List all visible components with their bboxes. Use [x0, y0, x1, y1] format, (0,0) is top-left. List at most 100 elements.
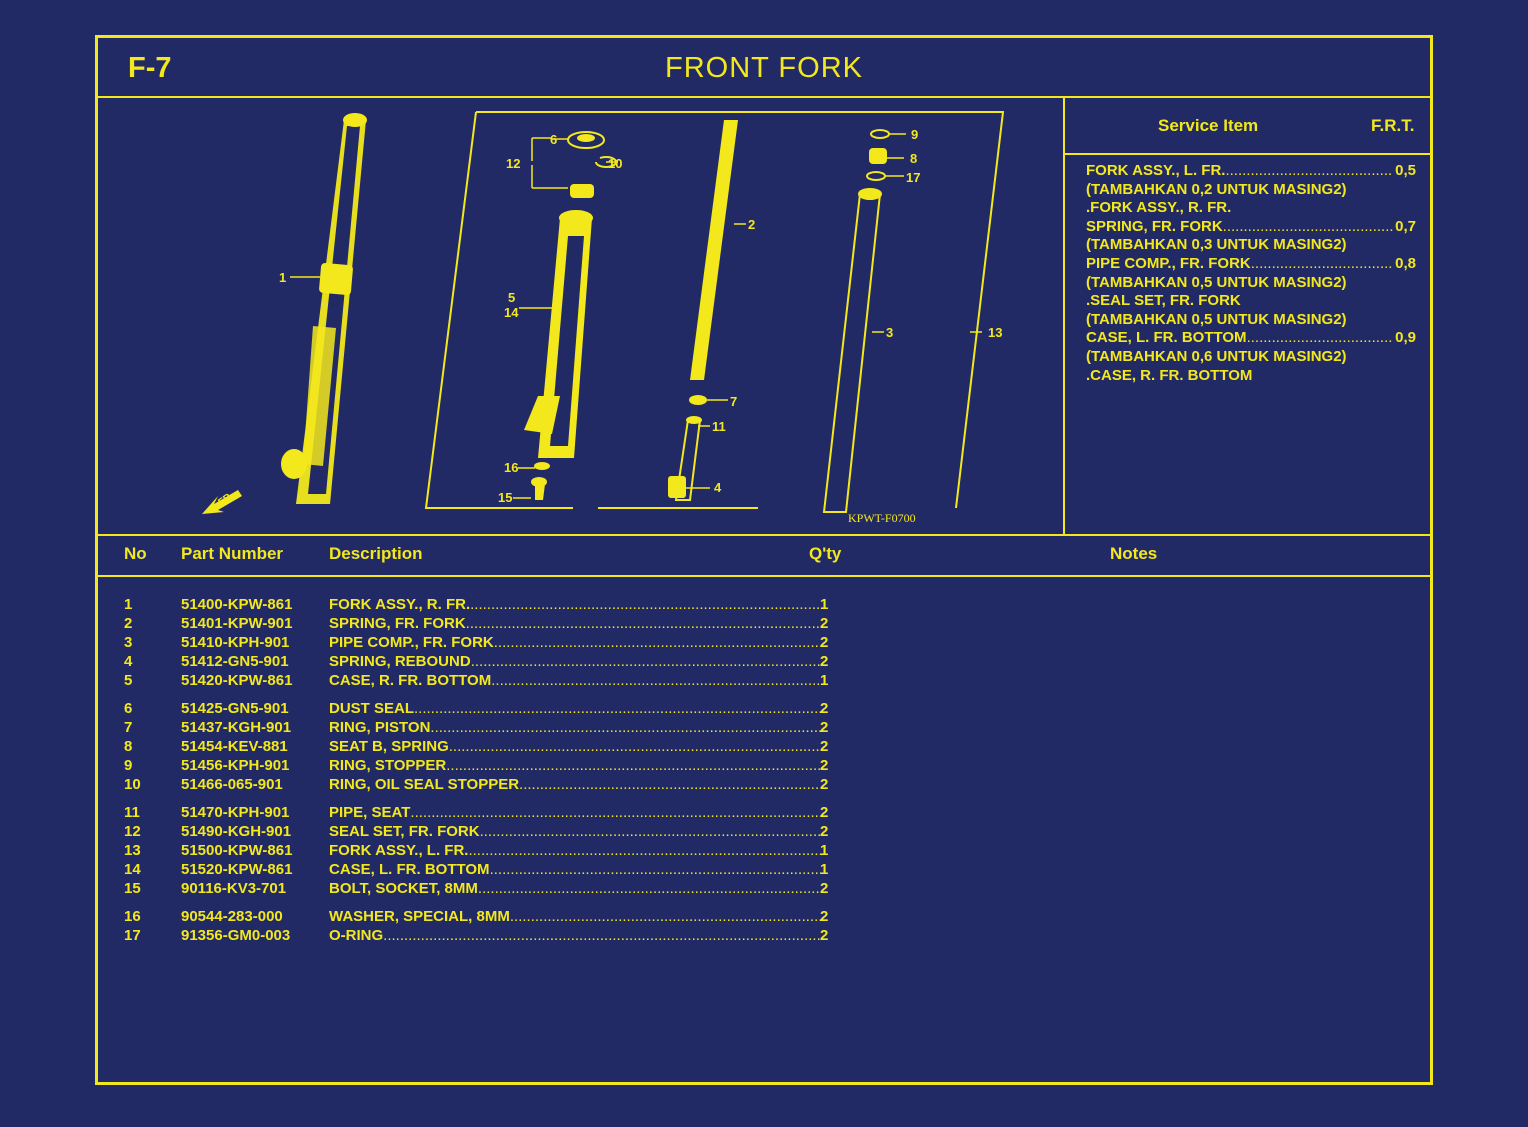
part-description: RING, PISTON [329, 718, 824, 737]
part-no: 10 [124, 776, 141, 793]
part-no: 1 [124, 596, 133, 613]
part-description: CASE, R. FR. BOTTOM [329, 671, 824, 690]
part-qty: 2 [820, 927, 829, 944]
oil-seal-stopper-ring-drawing [595, 156, 617, 168]
part-description: PIPE COMP., FR. FORK [329, 633, 824, 652]
dust-seal-drawing [567, 131, 605, 149]
callout-1: 1 [279, 270, 286, 285]
service-row: .SEAL SET, FR. FORK [1086, 292, 1241, 310]
part-qty: 1 [820, 842, 829, 859]
part-number: 51425-GN5-901 [181, 700, 289, 717]
part-number: 90116-KV3-701 [181, 880, 287, 897]
table-header-divider [98, 575, 1430, 577]
part-number: 51470-KPH-901 [181, 804, 290, 821]
part-number: 51500-KPW-861 [181, 842, 293, 859]
part-no: 16 [124, 908, 141, 925]
part-qty: 2 [820, 880, 829, 897]
part-qty: 2 [820, 908, 829, 925]
part-description: CASE, L. FR. BOTTOM [329, 860, 824, 879]
part-no: 11 [124, 804, 140, 821]
service-row: .FORK ASSY., R. FR. [1086, 199, 1232, 217]
service-row: (TAMBAHKAN 0,2 UNTUK MASING2) [1086, 180, 1347, 198]
part-no: 7 [124, 719, 133, 736]
part-no: 15 [124, 880, 141, 897]
part-qty: 2 [820, 757, 829, 774]
callout-6: 6 [550, 132, 557, 147]
part-no: 13 [124, 842, 141, 859]
service-row: .CASE, R. FR. BOTTOM [1086, 366, 1253, 384]
part-number: 51410-KPH-901 [181, 634, 290, 651]
column-header-qty: Q'ty [809, 544, 842, 563]
part-number: 51466-065-901 [181, 776, 283, 793]
exploded-parts-diagram: 1 2 3 4 5 6 7 8 9 10 11 12 13 14 15 16 1… [202, 111, 1005, 525]
part-qty: 2 [820, 738, 829, 755]
part-number: 51456-KPH-901 [181, 757, 290, 774]
callout-11: 11 [712, 419, 726, 434]
service-item-header: Service Item [1158, 116, 1259, 135]
callout-9: 9 [911, 127, 918, 142]
callout-10: 10 [608, 156, 622, 171]
part-description: BOLT, SOCKET, 8MM [329, 879, 824, 898]
part-number: 51401-KPW-901 [181, 615, 293, 632]
part-no: 17 [124, 927, 141, 944]
callout-12: 12 [506, 156, 520, 171]
callout-8: 8 [910, 151, 917, 166]
column-header-part-number: Part Number [181, 544, 284, 563]
callout-3: 3 [886, 325, 893, 340]
callout-4: 4 [714, 480, 722, 495]
service-header-divider [1065, 153, 1430, 155]
part-no: 12 [124, 823, 141, 840]
part-no: 4 [124, 653, 133, 670]
part-description: WASHER, SPECIAL, 8MM [329, 907, 824, 926]
part-number: 51490-KGH-901 [181, 823, 292, 840]
part-number: 51454-KEV-881 [181, 738, 288, 755]
part-no: 3 [124, 634, 133, 651]
service-item-list: FORK ASSY., L. FR.0,5 (TAMBAHKAN 0,2 UNT… [1086, 162, 1416, 385]
column-header-description: Description [329, 544, 423, 563]
part-number: 91356-GM0-003 [181, 927, 291, 944]
diagram-code: KPWT-F0700 [848, 511, 916, 525]
service-panel-divider [1063, 96, 1065, 536]
part-qty: 2 [820, 776, 829, 793]
part-qty: 1 [820, 596, 829, 613]
part-description: O-RING [329, 926, 824, 945]
service-row: (TAMBAHKAN 0,3 UNTUK MASING2) [1086, 236, 1347, 254]
part-description: RING, OIL SEAL STOPPER [329, 775, 824, 794]
callout-15: 15 [498, 490, 512, 505]
part-qty: 2 [820, 700, 829, 717]
part-no: 14 [124, 861, 141, 878]
service-row: (TAMBAHKAN 0,5 UNTUK MASING2) [1086, 310, 1347, 328]
fork-assembly-r-drawing [281, 113, 367, 504]
service-row: CASE, L. FR. BOTTOM0,9 [1086, 329, 1416, 348]
part-qty: 2 [820, 634, 829, 651]
callout-5: 5 [508, 290, 515, 305]
page-code: F-7 [128, 52, 172, 84]
part-qty: 2 [820, 804, 829, 821]
part-number: 51520-KPW-861 [181, 861, 293, 878]
callout-14: 14 [504, 305, 519, 320]
title-divider [98, 96, 1430, 98]
table-top-divider [98, 534, 1430, 536]
part-qty: 1 [820, 861, 829, 878]
fork-spring-drawing [690, 120, 738, 380]
frt-header: F.R.T. [1371, 116, 1415, 135]
service-row: SPRING, FR. FORK0,7 [1086, 218, 1416, 237]
part-qty: 2 [820, 719, 829, 736]
part-description: SEAL SET, FR. FORK [329, 822, 824, 841]
part-no: 9 [124, 757, 133, 774]
page-title: FRONT FORK [665, 52, 863, 84]
callout-16: 16 [504, 460, 518, 475]
service-row: (TAMBAHKAN 0,5 UNTUK MASING2) [1086, 273, 1347, 291]
diagram-box-outline [476, 111, 1005, 509]
part-qty: 2 [820, 653, 829, 670]
column-header-notes: Notes [1110, 544, 1158, 563]
part-number: 51400-KPW-861 [181, 596, 293, 613]
part-qty: 2 [820, 823, 829, 840]
part-number: 90544-283-000 [181, 908, 283, 925]
part-description: SPRING, REBOUND [329, 652, 824, 671]
callout-17: 17 [906, 170, 920, 185]
part-no: 2 [124, 615, 133, 632]
service-row: (TAMBAHKAN 0,6 UNTUK MASING2) [1086, 347, 1347, 365]
service-row: FORK ASSY., L. FR.0,5 [1086, 162, 1416, 181]
callout-2: 2 [748, 217, 755, 232]
